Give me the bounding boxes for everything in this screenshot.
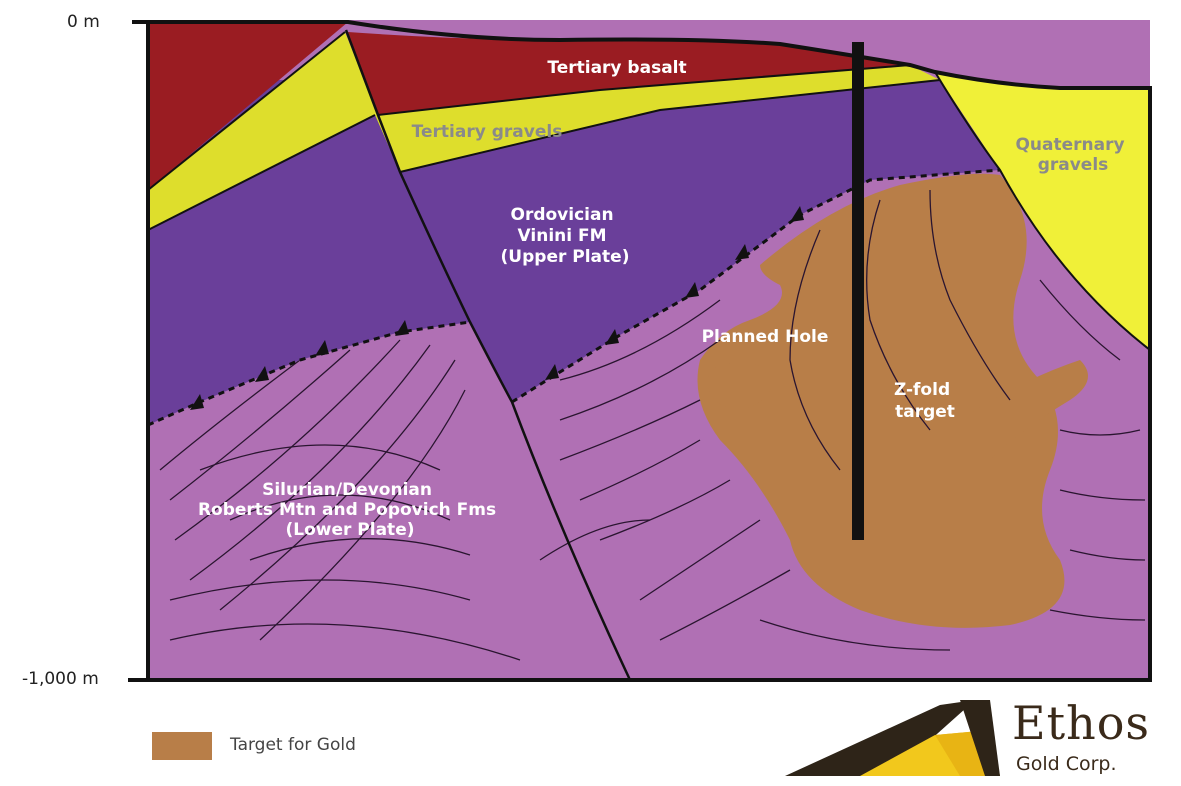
tertiary-basalt-unit xyxy=(148,22,348,190)
gold-target-body xyxy=(697,173,1065,628)
logo-subtitle: Gold Corp. xyxy=(1016,753,1117,775)
logo-mark xyxy=(785,700,1000,776)
quaternary-gravels-unit xyxy=(935,72,1150,350)
planned-hole-label: Planned Hole xyxy=(702,327,829,347)
thrust-fault-line-right xyxy=(511,168,1001,404)
section-frame xyxy=(128,22,1152,682)
fault-line-left xyxy=(344,29,632,681)
gold-target-lobe xyxy=(708,362,772,410)
depth-label-bottom: -1,000 m xyxy=(22,669,99,689)
planned-drill-hole xyxy=(852,42,864,540)
depth-label-top: 0 m xyxy=(67,12,100,32)
tertiary-gravels-unit xyxy=(148,32,940,230)
upper-plate-label: Ordovician Vinini FM (Upper Plate) xyxy=(501,205,630,267)
gold-target-lobe-2 xyxy=(960,360,1088,460)
quaternary-gravels-label: Quaternary gravels xyxy=(1015,135,1130,175)
thrust-fault-line xyxy=(147,320,471,427)
zfold-target-label: Z-fold target xyxy=(894,380,956,422)
lower-plate-label: Silurian/Devonian Roberts Mtn and Popovi… xyxy=(198,480,502,540)
logo-name: Ethos xyxy=(1012,696,1150,750)
legend-swatch-gold xyxy=(152,732,212,760)
upper-plate-unit xyxy=(148,80,1000,425)
fold-lines xyxy=(159,189,1146,661)
surface-line xyxy=(132,20,1152,90)
legend-label-gold: Target for Gold xyxy=(230,735,356,755)
thrust-teeth xyxy=(190,206,804,410)
tertiary-gravels-label: Tertiary gravels xyxy=(412,122,563,142)
tertiary-basalt-label: Tertiary basalt xyxy=(547,58,686,78)
tertiary-basalt-unit-right xyxy=(348,32,910,115)
layer-boundaries xyxy=(147,31,1151,351)
